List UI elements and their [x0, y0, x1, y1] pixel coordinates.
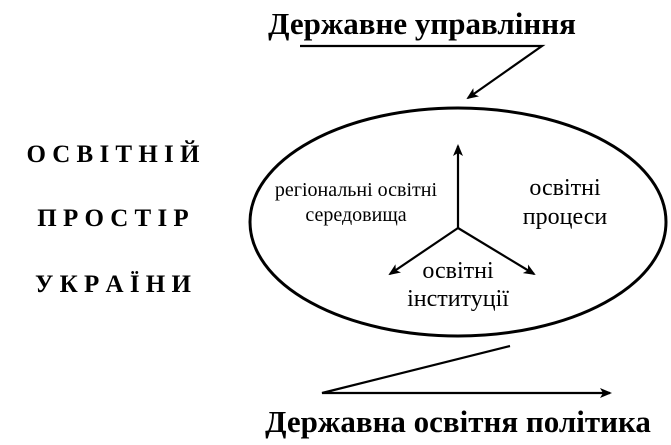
top-connector-arrow	[300, 44, 546, 100]
top-label-state-governance: Державне управління	[268, 6, 576, 41]
educational-processes-line1: освітні	[529, 175, 601, 201]
arrow-down-left	[388, 227, 459, 276]
left-title-line3: У К Р А Ї Н И	[35, 271, 191, 298]
left-title-line2: П Р О С Т І Р	[37, 205, 188, 232]
regional-environments-line2: середовища	[305, 204, 406, 226]
educational-institutions-line1: освітні	[422, 258, 494, 284]
educational-institutions-line2: інституції	[407, 286, 509, 312]
arrow-down-right	[457, 227, 536, 276]
left-title-line1: О С В І Т Н І Й	[27, 140, 201, 168]
bottom-connector-arrow	[321, 344, 612, 398]
educational-space-ellipse	[248, 106, 668, 338]
regional-environments-line1: регіональні освітні	[275, 179, 438, 201]
educational-processes-line2: процеси	[523, 204, 608, 230]
bottom-label-state-education-policy: Державна освітня політика	[265, 404, 651, 439]
